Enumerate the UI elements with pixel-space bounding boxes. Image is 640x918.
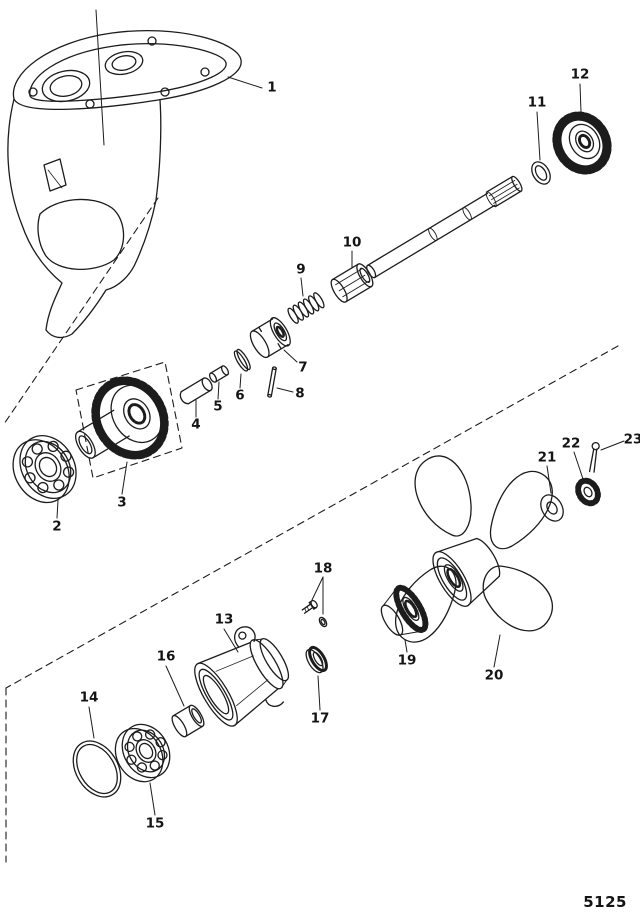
sliding-clutch: [330, 263, 374, 303]
callout-4: 4: [191, 416, 201, 433]
propeller: [394, 455, 553, 643]
seal-ring: [305, 645, 328, 674]
bearing-sleeve: [171, 704, 205, 738]
callout-21: 21: [537, 449, 557, 466]
callout-2: 2: [52, 518, 62, 535]
dashed-centerlines: [3, 197, 619, 863]
carrier-bolt: [301, 599, 328, 628]
cam-follower: [179, 377, 213, 405]
guide-pin: [208, 365, 230, 383]
callout-15: 15: [145, 815, 165, 832]
callout-22: 22: [561, 435, 581, 452]
retaining-ring: [233, 348, 251, 372]
prop-washer: [540, 494, 564, 522]
gear-dashed-box: [75, 361, 183, 479]
drive-gear: [552, 111, 612, 175]
thrust-hub: [380, 584, 429, 636]
callout-13: 13: [214, 611, 234, 628]
callout-18: 18: [313, 560, 333, 577]
forward-gear: [74, 376, 169, 460]
propshaft-bearing: [12, 435, 77, 504]
bearing-carrier: [194, 626, 290, 727]
cotter-pin: [588, 441, 600, 473]
leader-lines: [56, 76, 625, 816]
prop-nut: [575, 477, 601, 507]
cross-pin: [267, 366, 277, 398]
callout-10: 10: [342, 234, 362, 251]
clutch-assembly: [249, 317, 291, 359]
callout-17: 17: [310, 710, 330, 727]
callout-12: 12: [570, 66, 590, 83]
propeller-shaft: [366, 175, 523, 279]
callout-16: 16: [156, 648, 176, 665]
figure-number: 5125: [583, 893, 627, 911]
callout-11: 11: [527, 94, 547, 111]
callout-8: 8: [295, 385, 305, 402]
carrier-bearing: [114, 723, 171, 783]
callout-7: 7: [298, 359, 308, 376]
gear-housing: [7, 9, 242, 339]
clutch-spring: [287, 292, 325, 324]
callout-3: 3: [117, 494, 127, 511]
callout-9: 9: [296, 261, 306, 278]
callout-23: 23: [623, 431, 640, 448]
callout-14: 14: [79, 689, 99, 706]
callout-6: 6: [235, 387, 245, 404]
snap-ring: [531, 161, 551, 185]
callout-5: 5: [213, 398, 223, 415]
callout-20: 20: [484, 667, 504, 684]
callout-1: 1: [267, 79, 277, 96]
o-ring: [72, 740, 122, 798]
callout-19: 19: [397, 652, 417, 669]
